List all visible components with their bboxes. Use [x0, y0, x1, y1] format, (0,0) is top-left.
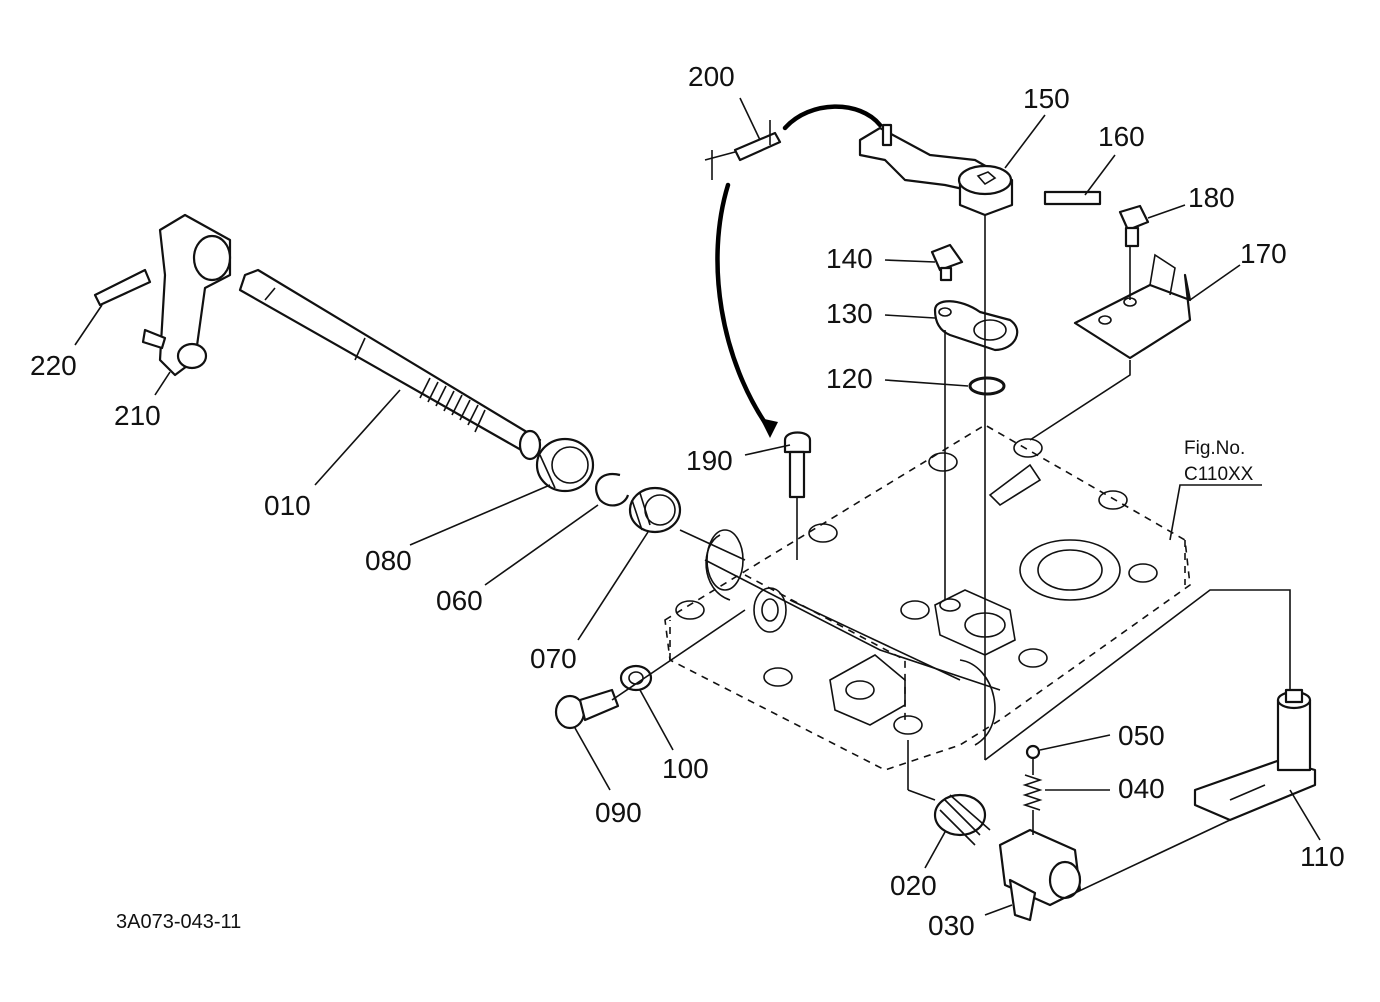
- callout-100: 100: [662, 753, 709, 784]
- callout-080: 080: [365, 545, 412, 576]
- callout-110: 110: [1300, 841, 1345, 872]
- part-090-plug: [554, 688, 620, 730]
- callout-070: 070: [530, 643, 577, 674]
- callout-180: 180: [1188, 182, 1235, 213]
- part-020-spring: [933, 793, 991, 846]
- callout-120: 120: [826, 363, 873, 394]
- arrow-200-to-150: [782, 104, 883, 131]
- arrowhead-190: [760, 418, 778, 438]
- part-010-shaft: [238, 268, 542, 461]
- callout-010: 010: [264, 490, 311, 521]
- housing-cover: [664, 424, 1191, 771]
- part-130-plate: [933, 300, 1019, 352]
- callout-190: 190: [686, 445, 733, 476]
- callout-210-label: 210: [114, 400, 161, 431]
- callout-140: 140: [826, 243, 873, 274]
- part-220-pin: [93, 268, 152, 307]
- callout-090: 090: [595, 797, 642, 828]
- part-060-snap-ring: [595, 472, 630, 507]
- part-200-spring-pin: [704, 120, 782, 180]
- callout-060: 060: [436, 585, 483, 616]
- part-170-bracket: [1073, 253, 1192, 360]
- callout-leaders: [74, 97, 1321, 916]
- part-100-washer: [619, 664, 653, 692]
- arrow-200-to-190: [715, 182, 773, 433]
- part-180-bolt: [1118, 204, 1150, 248]
- assembly-lines: [611, 215, 1291, 901]
- part-120-o-ring: [968, 376, 1006, 396]
- part-210-lever: [141, 213, 232, 377]
- part-080-oil-seal: [535, 437, 595, 493]
- callout-030: 030: [928, 910, 975, 941]
- part-110-lever: [1193, 688, 1317, 822]
- part-160-pin: [1043, 190, 1102, 206]
- callout-020: 020: [890, 870, 937, 901]
- part-040-spring: [1022, 774, 1043, 811]
- callout-160: 160: [1098, 121, 1145, 152]
- callout-220: 220: [30, 350, 77, 381]
- callout-170: 170: [1240, 238, 1287, 269]
- part-150-arm: [858, 123, 1014, 217]
- part-070-needle-bearing: [628, 486, 682, 534]
- fig-no-value: C110XX: [1184, 464, 1254, 485]
- callout-labels: 200 150 160 180 170 140 130 120 190 220 …: [30, 61, 1345, 941]
- drawing-code: 3A073-043-11: [116, 911, 241, 933]
- fig-no-label: Fig.No.: [1184, 438, 1245, 459]
- part-190-bolt: [783, 431, 812, 499]
- callout-130: 130: [826, 298, 873, 329]
- part-140-bolt: [930, 243, 964, 282]
- callout-150: 150: [1023, 83, 1070, 114]
- part-050-ball: [1025, 744, 1041, 760]
- callout-040: 040: [1118, 773, 1165, 804]
- callout-200: 200: [688, 61, 735, 92]
- callout-050: 050: [1118, 720, 1165, 751]
- part-030-valve: [998, 828, 1082, 922]
